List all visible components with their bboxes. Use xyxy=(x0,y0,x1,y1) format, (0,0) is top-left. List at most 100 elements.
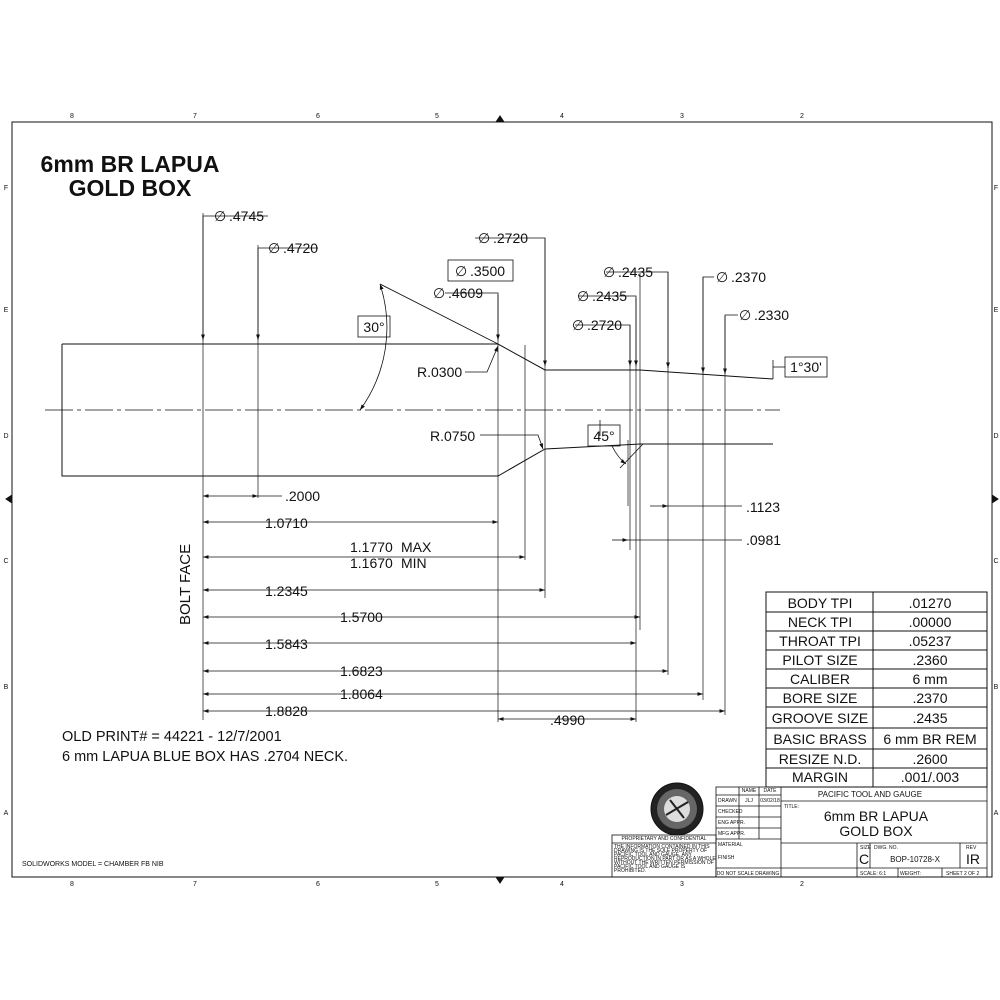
spec-value-groove-size: .2435 xyxy=(912,710,947,726)
spec-label-throat-tpi: THROAT TPI xyxy=(779,633,861,649)
diameter-callouts xyxy=(201,215,738,374)
length-1-6823: 1.6823 xyxy=(340,663,383,679)
zone-row-B-left: B xyxy=(4,684,9,691)
zone-col-7-bottom: 7 xyxy=(193,881,197,888)
dia-2435-b-symbol: ∅ xyxy=(577,288,589,304)
spec-value-body-tpi: .01270 xyxy=(909,595,952,611)
zone-markers: 8 7 6 5 4 3 2 8 7 6 5 4 3 2 F E D C B A … xyxy=(3,113,998,888)
spec-label-caliber: CALIBER xyxy=(790,671,850,687)
spec-value-neck-tpi: .00000 xyxy=(909,614,952,630)
zone-row-D-left: D xyxy=(3,433,8,440)
dia-2435-a-symbol: ∅ xyxy=(603,264,615,280)
spec-value-throat-tpi: .05237 xyxy=(909,633,952,649)
zone-col-5-bottom: 5 xyxy=(435,881,439,888)
chamber-lower-outline xyxy=(61,344,773,477)
zone-col-3-bottom: 3 xyxy=(680,881,684,888)
angle-30-label: 30° xyxy=(363,319,384,335)
dia-2720-top-value: .2720 xyxy=(493,230,528,246)
length-1-0710: 1.0710 xyxy=(265,515,308,531)
tb-company: PACIFIC TOOL AND GAUGE xyxy=(818,790,922,799)
dia-2330-value: .2330 xyxy=(754,307,789,323)
dia-3500-symbol: ∅ xyxy=(455,263,467,279)
length-0981: .0981 xyxy=(746,532,781,548)
tb-proprietary-line-2: DRAWING IS THE SOLE PROPERTY OF xyxy=(614,848,707,854)
zone-row-B-right: B xyxy=(994,684,999,691)
length-1-2345: 1.2345 xyxy=(265,583,308,599)
zone-col-6-top: 6 xyxy=(316,113,320,120)
dia-2720-low-value: .2720 xyxy=(587,317,622,333)
tb-size-label: SIZE xyxy=(860,845,872,851)
dia-4720-symbol: ∅ xyxy=(268,240,280,256)
angle-labels: 30° 45° 1°30' xyxy=(363,319,821,444)
dia-4609-value: .4609 xyxy=(448,285,483,301)
spec-label-groove-size: GROOVE SIZE xyxy=(772,710,868,726)
zone-col-3-top: 3 xyxy=(680,113,684,120)
tb-date-header: DATE xyxy=(764,788,778,794)
title-line-1: 6mm BR LAPUA xyxy=(41,151,220,177)
note-old-print: OLD PRINT# = 44221 - 12/7/2001 xyxy=(62,729,282,745)
length-1-8064: 1.8064 xyxy=(340,686,383,702)
tb-drawn-date: 03/02/18 xyxy=(760,798,780,804)
tb-dwg-label: DWG. NO. xyxy=(874,845,898,851)
zone-col-2-bottom: 2 xyxy=(800,881,804,888)
angle-1-30-label: 1°30' xyxy=(790,359,822,375)
spec-value-resize-nd: .2600 xyxy=(912,751,947,767)
radius-labels: R.0300 R.0750 xyxy=(417,364,475,444)
tb-do-not-scale: DO NOT SCALE DRAWING xyxy=(717,871,780,877)
tb-rev-label: REV xyxy=(966,845,977,851)
zone-col-2-top: 2 xyxy=(800,113,804,120)
dia-2330-symbol: ∅ xyxy=(739,307,751,323)
zone-row-C-left: C xyxy=(3,558,8,565)
tb-material-label: MATERIAL xyxy=(718,842,743,848)
footer-solidworks-model: SOLIDWORKS MODEL = CHAMBER FB NIB xyxy=(22,861,164,868)
angle-box-30 xyxy=(357,315,391,338)
spec-label-bore-size: BORE SIZE xyxy=(783,690,858,706)
tb-scale: SCALE: 6:1 xyxy=(860,871,886,877)
dia-2370-value: .2370 xyxy=(731,269,766,285)
tb-title-line-2: GOLD BOX xyxy=(839,823,913,839)
dia-2720-low-symbol: ∅ xyxy=(572,317,584,333)
spec-value-pilot-size: .2360 xyxy=(912,652,947,668)
length-max-label: MAX xyxy=(401,539,432,555)
length-1-1670: 1.1670 xyxy=(350,555,393,571)
chamber-profile xyxy=(45,343,780,477)
zone-row-E-right: E xyxy=(994,307,999,314)
company-logo xyxy=(650,782,704,836)
zone-col-6-bottom: 6 xyxy=(316,881,320,888)
drawing-title: 6mm BR LAPUA GOLD BOX xyxy=(41,151,220,201)
length-labels: .2000 .1123 .0981 1.0710 1.1770 MAX 1.16… xyxy=(265,488,781,728)
tb-dwg-value: BOP-10728-X xyxy=(890,855,940,864)
tb-sheet: SHEET 2 OF 2 xyxy=(946,871,979,877)
length-2000: .2000 xyxy=(285,488,320,504)
zone-col-7-top: 7 xyxy=(193,113,197,120)
tb-proprietary-line-1: THE INFORMATION CONTAINED IN THIS xyxy=(614,844,710,850)
length-1-5843: 1.5843 xyxy=(265,636,308,652)
length-1-5700: 1.5700 xyxy=(340,609,383,625)
notes: OLD PRINT# = 44221 - 12/7/2001 6 mm LAPU… xyxy=(62,729,348,765)
bolt-face-label: BOLT FACE xyxy=(177,544,194,625)
spec-label-basic-brass: BASIC BRASS xyxy=(773,731,866,747)
tb-proprietary-line-7: PROHIBITED. xyxy=(614,868,646,874)
tb-name-header: NAME xyxy=(742,788,757,794)
tb-size-value: C xyxy=(859,851,869,867)
angle-annotations xyxy=(357,283,828,469)
length-1123: .1123 xyxy=(746,499,780,515)
dia-2720-top-symbol: ∅ xyxy=(478,230,490,246)
length-min-label: MIN xyxy=(401,555,427,571)
zone-row-E-left: E xyxy=(4,307,9,314)
tb-weight: WEIGHT: xyxy=(900,871,921,877)
note-lapua-blue-box: 6 mm LAPUA BLUE BOX HAS .2704 NECK. xyxy=(62,749,348,765)
zone-row-A-left: A xyxy=(4,810,9,817)
tb-proprietary-line-5: WITHOUT THE WRITTEN PERMISSION OF xyxy=(614,860,714,866)
tb-checked-label: CHECKED xyxy=(718,809,743,815)
dia-2370-symbol: ∅ xyxy=(716,269,728,285)
angle-box-45 xyxy=(587,424,621,447)
zone-col-8-top: 8 xyxy=(70,113,74,120)
tb-mfg-label: MFG APPR. xyxy=(718,831,745,837)
spec-table: BODY TPI .01270 NECK TPI .00000 THROAT T… xyxy=(765,591,988,788)
tb-proprietary-line-4: REPRODUCTION IN PART OR AS A WHOLE xyxy=(614,856,716,862)
title-line-2: GOLD BOX xyxy=(69,175,192,201)
dia-2435-a-value: .2435 xyxy=(618,264,653,280)
zone-col-4-bottom: 4 xyxy=(560,881,564,888)
